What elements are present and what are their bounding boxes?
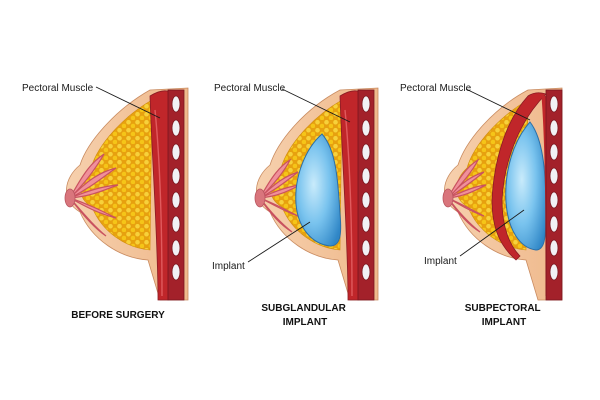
nipple [254, 188, 266, 208]
caption-line-1: SUBGLANDULAR [261, 303, 346, 314]
pectoral-muscle-label: Pectoral Muscle [22, 83, 94, 94]
implant-leader-line [247, 221, 311, 263]
pectoral-muscle-label: Pectoral Muscle [400, 83, 472, 94]
panel-subglandular: Pectoral Muscle Implant SUBGLANDULAR IMP… [212, 83, 379, 328]
caption-line-2: IMPLANT [283, 317, 327, 328]
caption-subglandular: SUBGLANDULAR IMPLANT [261, 303, 348, 328]
caption-before-surgery: BEFORE SURGERY [71, 310, 165, 321]
implant-label: Implant [212, 261, 245, 272]
pectoral-muscle-label: Pectoral Muscle [214, 83, 286, 94]
mammary-gland [69, 153, 119, 237]
ribs [549, 95, 559, 281]
nipple [64, 188, 76, 208]
panel-subpectoral: Pectoral Muscle Implant SUBPECTORAL IMPL… [400, 83, 563, 328]
pectoral-leader-line [465, 88, 531, 121]
caption-line-2: IMPLANT [482, 317, 526, 328]
caption-line-1: SUBPECTORAL [465, 303, 541, 314]
ribs [171, 95, 181, 281]
implant-leader-line [459, 209, 525, 257]
panel-before-surgery: Pectoral Muscle BEFORE SURGERY [22, 83, 189, 321]
caption-subpectoral: SUBPECTORAL IMPLANT [465, 303, 544, 328]
pectoral-leader-line [281, 88, 351, 123]
mammary-gland [447, 158, 487, 233]
implant [295, 133, 342, 247]
implant-label: Implant [424, 256, 457, 267]
mammary-gland [259, 158, 301, 233]
nipple [442, 188, 454, 208]
ribs [361, 95, 371, 281]
pectoral-leader-line [95, 86, 161, 119]
